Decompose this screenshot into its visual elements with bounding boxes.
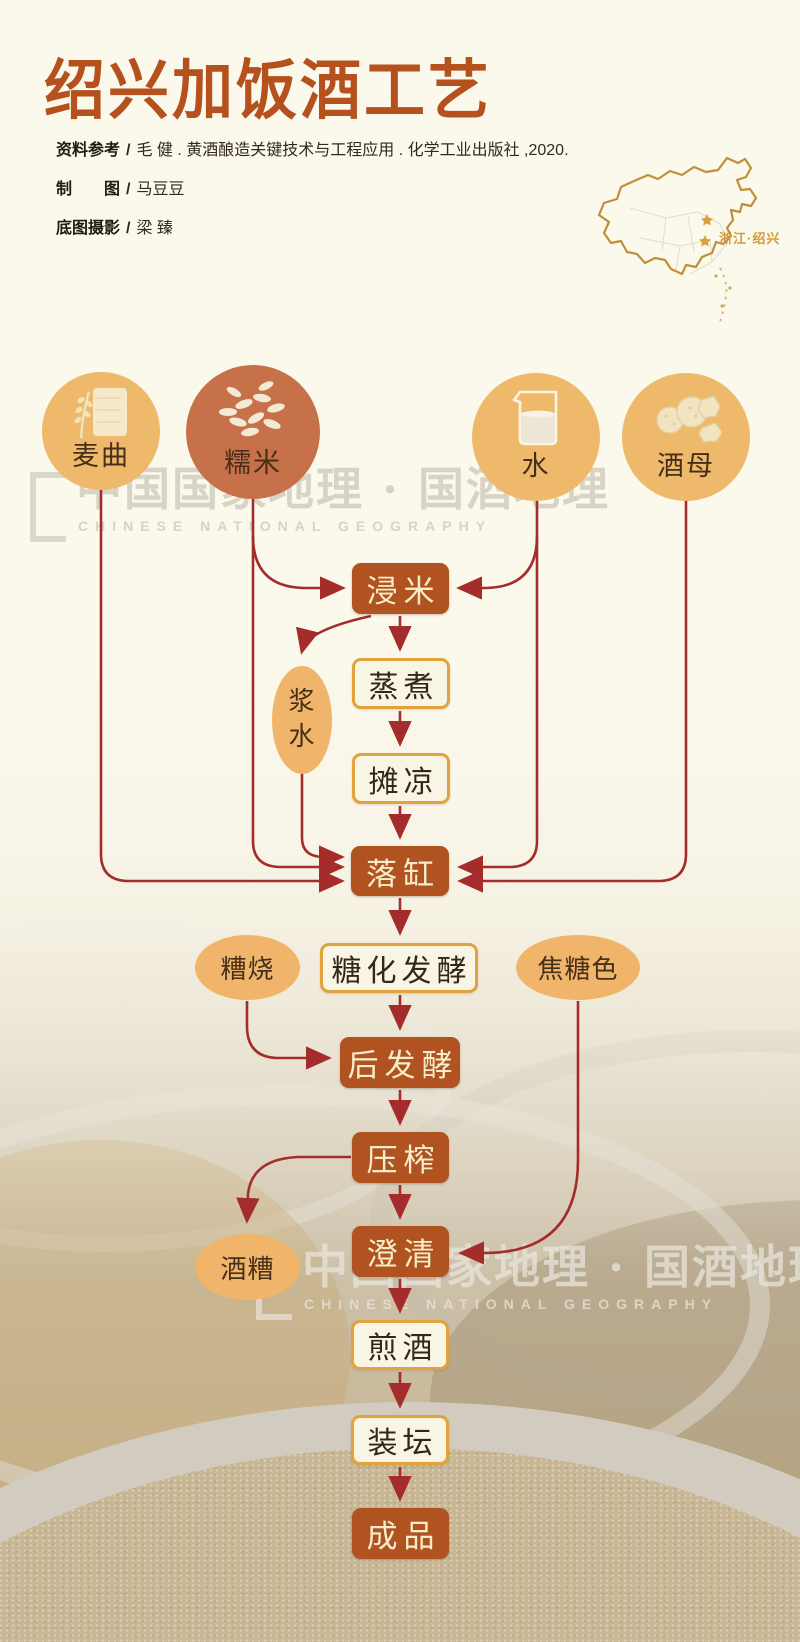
credit-label: 制 图 <box>56 181 121 198</box>
ingredient-label: 水 <box>521 451 551 483</box>
edge-jiumu-luogang <box>457 500 688 893</box>
step-zhuangtan: 装坛 <box>351 1415 449 1465</box>
credits-block: 资料参考/毛 健 . 黄酒酿造关键技术与工程应用 . 化学工业出版社 ,2020… <box>56 136 576 253</box>
credit-label: 底图摄影 <box>56 220 121 237</box>
credit-label: 资料参考 <box>56 142 121 159</box>
credit-value: 梁 臻 <box>136 220 173 237</box>
step-jianjiu: 煎酒 <box>351 1320 449 1370</box>
edge-nuomi-jinmi <box>251 498 346 600</box>
edge-shui-jinmi <box>456 500 539 600</box>
step-yazha: 压榨 <box>352 1132 449 1183</box>
cng-logo-icon <box>30 472 66 542</box>
china-map <box>597 156 758 323</box>
node-label: 糟烧 <box>220 955 275 985</box>
node-label: 焦糖色 <box>537 955 619 985</box>
ingredient-maiqu: 麦曲 <box>42 372 160 490</box>
starter-lumps-icon <box>656 394 722 443</box>
edge-nuomi-luogang <box>251 536 345 879</box>
wheat-qu-icon <box>74 387 127 438</box>
step-zhengzhu: 蒸煮 <box>352 658 450 709</box>
ingredient-label: 麦曲 <box>72 441 130 473</box>
edge-jiaotangse-chengqing <box>458 1001 580 1265</box>
rice-grains-icon <box>219 381 285 437</box>
step-tanliang: 摊凉 <box>352 753 450 804</box>
location-star-icon <box>699 214 713 247</box>
ingredient-label: 糯米 <box>224 448 282 480</box>
step-chengpin: 成品 <box>352 1508 449 1559</box>
step-houfajiao: 后发酵 <box>340 1037 460 1088</box>
node-jiaotangse: 焦糖色 <box>516 935 640 1000</box>
node-jiangshui: 浆水 <box>272 666 332 774</box>
node-label: 浆水 <box>288 686 316 752</box>
credit-reference: 资料参考/毛 健 . 黄酒酿造关键技术与工程应用 . 化学工业出版社 ,2020… <box>56 142 569 159</box>
ingredient-jiumu: 酒母 <box>622 373 750 501</box>
step-chengqing: 澄清 <box>352 1226 449 1277</box>
credit-cartography: 制 图/马豆豆 <box>56 181 185 198</box>
edge-jinmi-jiangshui <box>296 614 372 655</box>
node-label: 酒糟 <box>220 1254 275 1285</box>
ingredient-label: 酒母 <box>657 451 715 483</box>
credit-value: 毛 健 . 黄酒酿造关键技术与工程应用 . 化学工业出版社 ,2020. <box>136 142 569 159</box>
credit-photography: 底图摄影/梁 臻 <box>56 220 173 237</box>
node-jiuzao: 酒糟 <box>195 1234 300 1300</box>
step-tanghua: 糖化发酵 <box>320 943 478 993</box>
step-jinmi: 浸米 <box>352 563 449 614</box>
watermark-en: CHINESE NATIONAL GEOGRAPHY <box>78 518 493 534</box>
ingredient-shui: 水 <box>472 373 600 501</box>
ingredient-nuomi: 糯米 <box>186 365 320 499</box>
water-beaker-icon <box>512 390 558 446</box>
step-luogang: 落缸 <box>351 846 449 896</box>
page-title: 绍兴加饭酒工艺 <box>44 54 493 127</box>
edge-yazha-jiuzao <box>236 1155 351 1224</box>
node-zaoshao: 糟烧 <box>195 935 300 1000</box>
map-region-label: 浙江·绍兴 <box>719 231 781 246</box>
edge-jiangshui-luogang <box>300 774 345 869</box>
edge-shui-luogang <box>457 536 539 879</box>
edge-zaoshao-houfajiao <box>245 1001 332 1070</box>
edge-maiqu-luogang <box>99 490 345 893</box>
credit-value: 马豆豆 <box>136 181 185 198</box>
